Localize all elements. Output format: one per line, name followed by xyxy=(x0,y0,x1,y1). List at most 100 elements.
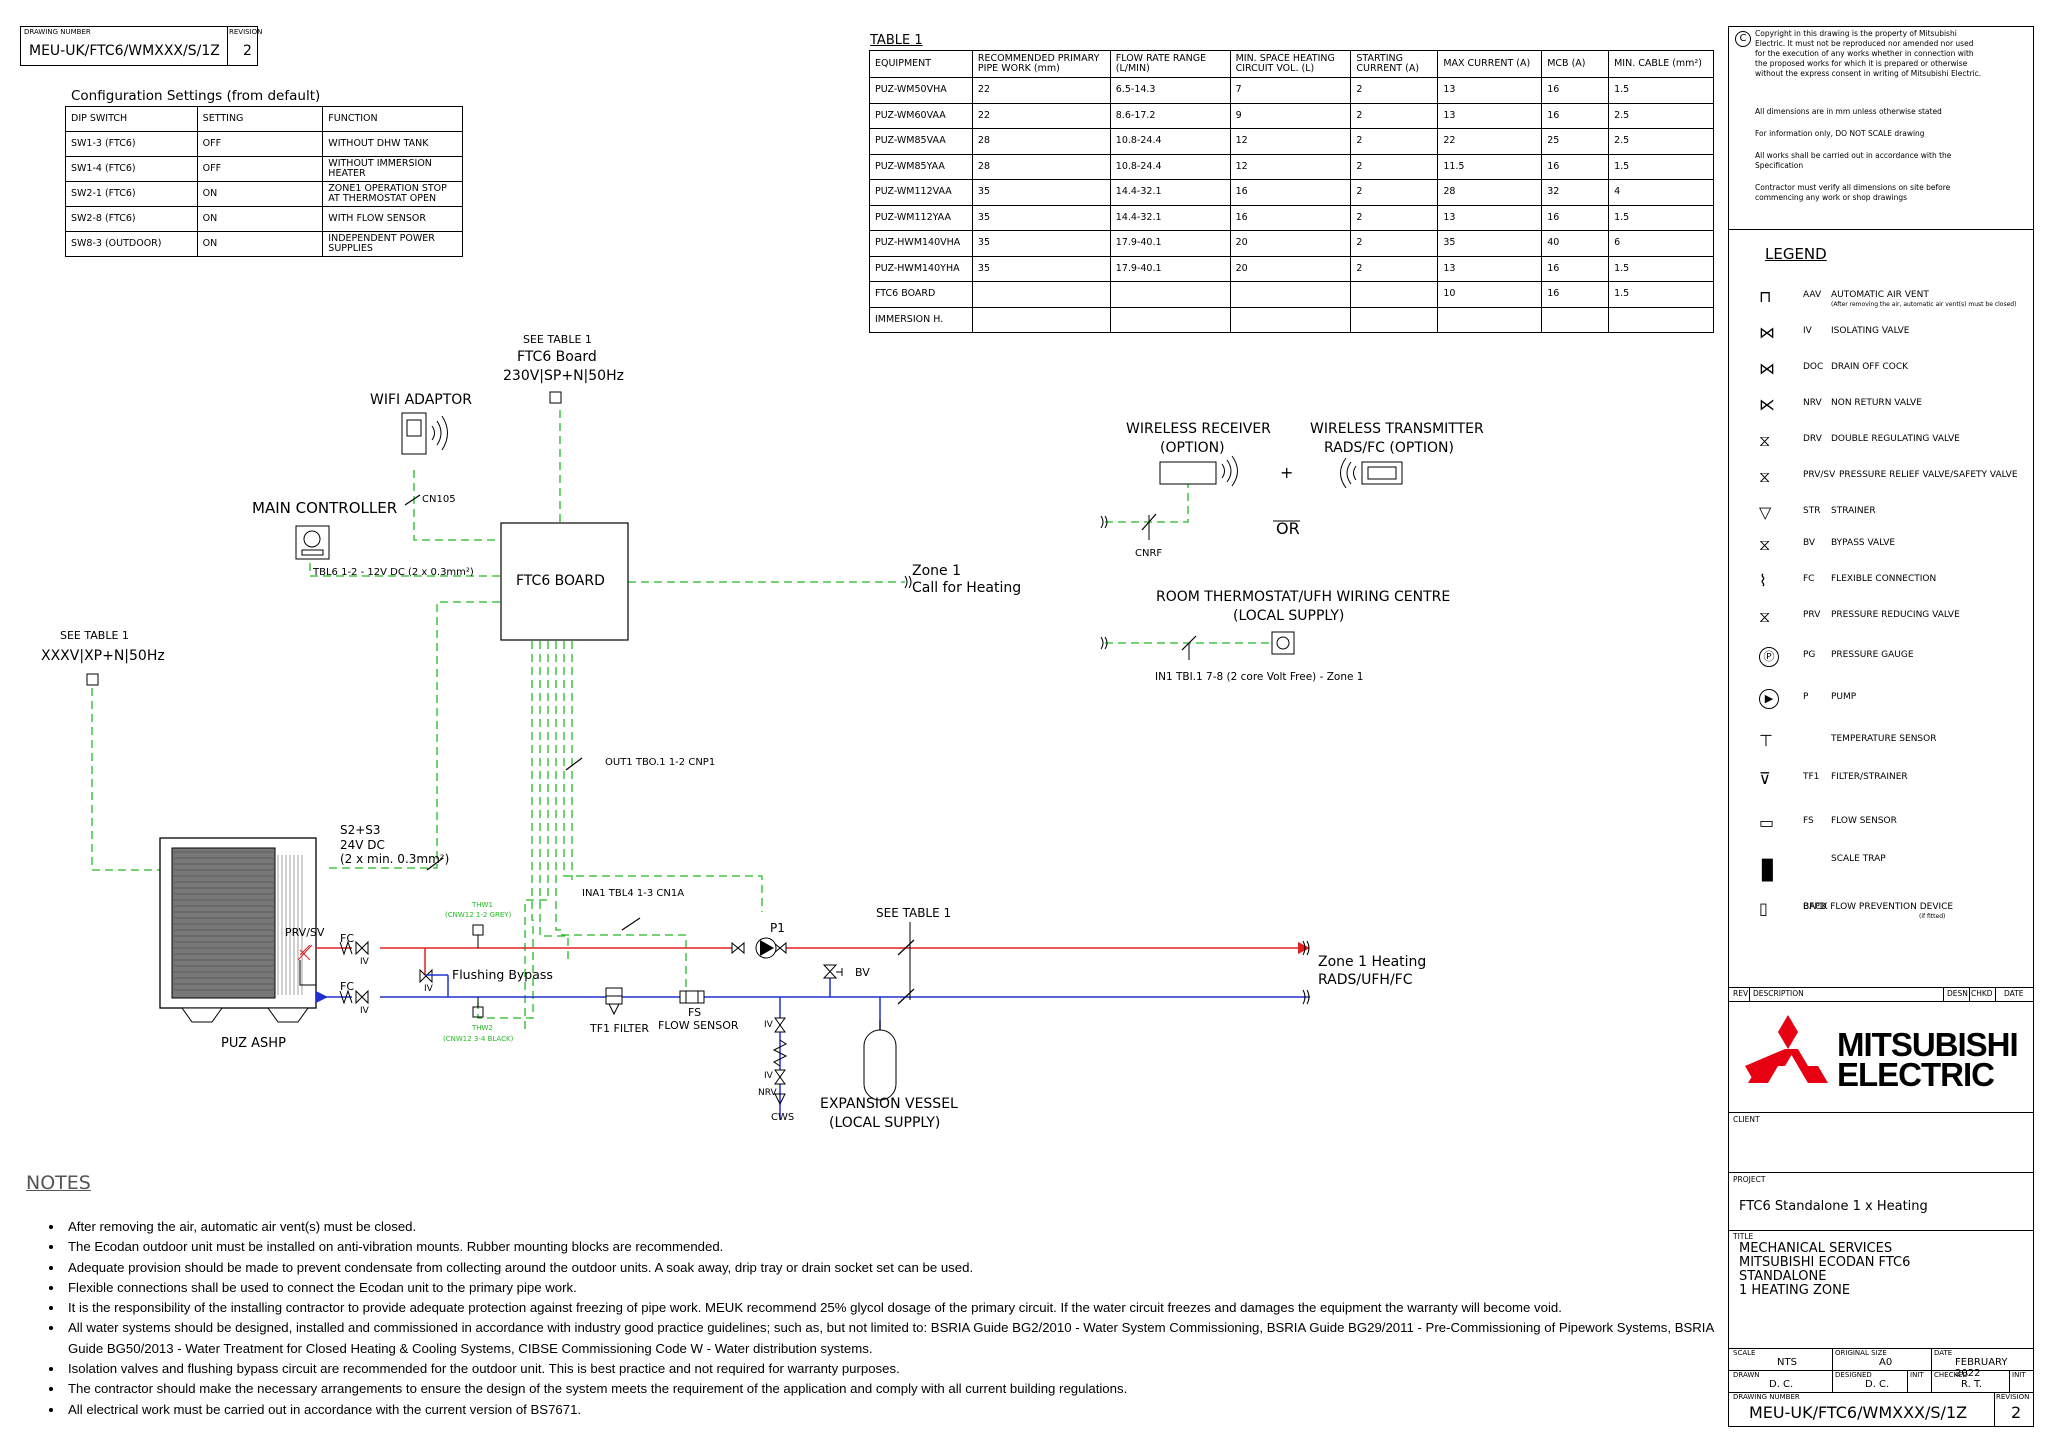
flushing-bypass-label: Flushing Bypass xyxy=(452,967,553,982)
return-arrow-icon xyxy=(316,991,328,1003)
table1-cell: 13 xyxy=(1437,204,1543,231)
header-drawing-number: DRAWING NUMBER MEU-UK/FTC6/WMXXX/S/1Z RE… xyxy=(20,26,262,66)
note-verify: Contractor must verify all dimensions on… xyxy=(1755,183,1951,202)
legend-desc: NON RETURN VALVE xyxy=(1831,398,1922,408)
notes-list: After removing the air, automatic air ve… xyxy=(24,1217,1744,1420)
cn105-marker xyxy=(404,494,421,506)
note-item: The Ecodan outdoor unit must be installe… xyxy=(64,1237,1744,1257)
table1-cell: 25 xyxy=(1541,128,1610,155)
flow-pipe xyxy=(316,947,1298,975)
temperature-sensor-icon: ⊤ xyxy=(1759,731,1773,750)
cable-label: (2 x min. 0.3mm²) xyxy=(340,852,450,866)
wifi-adaptor-icon xyxy=(401,412,448,455)
table1-cell: 2 xyxy=(1350,102,1439,129)
zone1-call-label-2: Call for Heating xyxy=(912,580,1022,596)
table1-cell: MAX CURRENT (A) xyxy=(1437,50,1543,78)
table1-cell: 8.6-17.2 xyxy=(1109,102,1231,129)
legend-item: ⊤TEMPERATURE SENSOR xyxy=(1729,731,2033,755)
table1-cell: 2 xyxy=(1350,230,1439,257)
main-controller-icon xyxy=(295,525,330,560)
control-wiring xyxy=(91,410,1270,1030)
table1-cell: IMMERSION H. xyxy=(869,306,973,333)
legend-code: AAV xyxy=(1803,290,1822,300)
ftc6-board-box xyxy=(500,522,629,641)
cnrf-label: CNRF xyxy=(1135,548,1163,559)
table1-cell: 22 xyxy=(971,77,1111,104)
pressure-gauge-icon: Ⓟ xyxy=(1759,647,1779,667)
table1-cell: 2 xyxy=(1350,179,1439,206)
table1-cell: 22 xyxy=(1437,128,1543,155)
note-item: The contractor should make the necessary… xyxy=(64,1379,1744,1399)
wireless-transmitter-icon xyxy=(1340,457,1403,489)
notes-title: NOTES xyxy=(26,1172,91,1194)
ftc6-board-label: FTC6 Board xyxy=(517,349,597,365)
original-size-label: ORIGINAL SIZE xyxy=(1835,1349,1887,1357)
receiver-break-icon xyxy=(1100,515,1108,529)
table1-cell: 1.5 xyxy=(1608,255,1714,282)
dc24-label: 24V DC xyxy=(340,838,385,852)
note-item: It is the responsibility of the installi… xyxy=(64,1298,1744,1318)
header-rev-value: 2 xyxy=(243,43,252,59)
legend-desc: STRAINER xyxy=(1831,506,1876,516)
zone1-call-label: Zone 1 xyxy=(912,563,961,579)
table1-title: TABLE 1 xyxy=(870,33,923,48)
cn105-label: CN105 xyxy=(422,494,456,505)
title-line-3: STANDALONE xyxy=(1739,1269,1827,1284)
table1-cell: MIN. SPACE HEATING CIRCUIT VOL. (L) xyxy=(1229,50,1352,78)
config-cell: DIP SWITCH xyxy=(65,106,198,132)
iv-label-return: IV xyxy=(360,1006,369,1016)
main-controller-label: MAIN CONTROLLER xyxy=(252,499,398,517)
return-break-icon xyxy=(1302,989,1310,1005)
title-label: TITLE xyxy=(1733,1232,1754,1241)
prv-sv-label: PRV/SV xyxy=(285,926,325,939)
schematic-diagram xyxy=(86,391,1403,1120)
config-cell: WITHOUT IMMERSION HEATER xyxy=(322,156,463,182)
client-label: CLIENT xyxy=(1733,1115,1760,1124)
note-item: Isolation valves and flushing bypass cir… xyxy=(64,1359,1744,1379)
flexible-connection-icon: ⌇ xyxy=(1759,571,1767,590)
puz-ashp-unit-icon xyxy=(159,837,317,1023)
table1-cell: 16 xyxy=(1541,77,1610,104)
flow-sensor-label: FLOW SENSOR xyxy=(658,1019,739,1032)
legend-desc: SCALE TRAP xyxy=(1831,854,1886,864)
in1-label: IN1 TBI.1 7-8 (2 core Volt Free) - Zone … xyxy=(1155,671,1364,683)
legend-desc: PUMP xyxy=(1831,692,1857,702)
flow-break-icon xyxy=(1302,940,1310,956)
header-dn-label: DRAWING NUMBER xyxy=(24,28,91,36)
legend-code: IV xyxy=(1803,326,1812,336)
table1-cell: 16 xyxy=(1541,255,1610,282)
outdoor-power-terminal-icon xyxy=(86,673,99,686)
ftc6-power-terminal-icon xyxy=(549,391,562,404)
scale-value: NTS xyxy=(1777,1357,1797,1368)
table1-cell: 11.5 xyxy=(1437,153,1543,180)
isolating-valve-icon: ⋈ xyxy=(1759,323,1775,342)
flow-sensor-icon xyxy=(679,990,705,1004)
title-line-1: MECHANICAL SERVICES xyxy=(1739,1241,1893,1256)
or-label: OR xyxy=(1276,519,1300,538)
table1-row: IMMERSION H. xyxy=(869,306,1714,333)
bypass-valve-icon: ⧖ xyxy=(1759,535,1771,554)
table1-cell: 35 xyxy=(971,255,1111,282)
checked-value: R. T. xyxy=(1961,1379,1983,1390)
back-flow-icon: ▯ xyxy=(1759,899,1768,918)
rev-header-desn: DESN xyxy=(1947,989,1968,998)
table1-cell: 2 xyxy=(1350,128,1439,155)
legend-desc: ISOLATING VALVE xyxy=(1831,326,1910,336)
legend-code: PG xyxy=(1803,650,1816,660)
table1-cell xyxy=(1229,306,1352,333)
legend-desc: DOUBLE REGULATING VALVE xyxy=(1831,434,1960,444)
table1-cell xyxy=(1608,306,1714,333)
filter-icon xyxy=(605,987,623,1016)
outdoor-power-label: XXXV|XP+N|50Hz xyxy=(41,648,165,664)
drawn-label: DRAWN xyxy=(1733,1371,1760,1379)
wireless-transmitter-label: WIRELESS TRANSMITTER xyxy=(1310,421,1484,437)
header-dn-value: MEU-UK/FTC6/WMXXX/S/1Z xyxy=(29,43,220,59)
bypass-valve-icon xyxy=(822,964,843,979)
